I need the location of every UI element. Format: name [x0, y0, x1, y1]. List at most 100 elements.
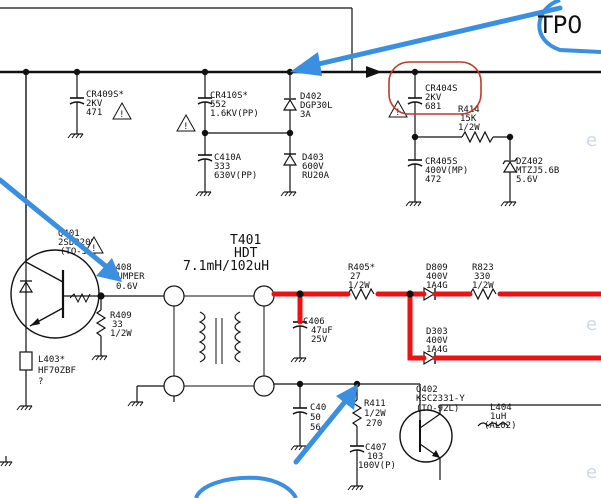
c407-value: 103 [367, 452, 383, 462]
r411-rating: 1/2W [364, 409, 386, 419]
l404-value: 1uH [490, 412, 506, 422]
c408-rating: 56 [310, 423, 321, 433]
ghost-mark-2: e [586, 314, 597, 335]
cr404s-ref: CR404S [425, 84, 458, 94]
r405-ref: R405* [348, 263, 375, 273]
annotation-arrow-bottom [293, 384, 358, 465]
r411-value: 270 [366, 419, 382, 429]
jumper-ref: J408 [110, 263, 132, 273]
annotation-circle-blue-bottom [194, 475, 298, 498]
cr405s-value: 472 [425, 175, 441, 185]
inductor-l404: L404 1uH (AL02) [477, 403, 517, 431]
r409-ref: R409 [110, 311, 132, 321]
annotation-circle-red [388, 61, 482, 115]
l404-ref: L404 [490, 403, 512, 413]
q401-package: (TO-3P) [60, 247, 98, 257]
c408-value: 50 [310, 413, 321, 423]
q402-part: KSC2331-Y [416, 394, 465, 404]
ghost-mark-3: e [586, 462, 597, 483]
d402-rating: 3A [300, 110, 311, 120]
transistor-q401: Q401 2SD2209 (TO-3P) [10, 229, 104, 340]
r414-rating: 1/2W [458, 123, 480, 133]
transformer-t401: T401 HDT 7.1mH/102uH [127, 233, 275, 407]
d809-voltage: 400V [426, 272, 448, 282]
capacitor-cr404s: CR404S 2KV 681 [388, 72, 458, 160]
t401-inductance: 7.1mH/102uH [183, 259, 269, 274]
l403-ref: L403* [38, 355, 65, 365]
diode-d402: D402 DGP30L 3A [282, 72, 333, 155]
c410a-value: 333 [214, 162, 230, 172]
cr409s-voltage: 2KV [86, 99, 103, 109]
jumper-j408: J408 JUMPER 0.6V [101, 263, 160, 297]
r409-value: 33 [112, 320, 123, 330]
t401-type: HDT [234, 246, 258, 261]
capacitor-cr405s: CR405S 400V(MP) 472 [405, 157, 468, 207]
q402-ref: Q402 [416, 385, 438, 395]
r414-ref: R414 [458, 105, 480, 115]
c410a-rating: 630V(PP) [214, 171, 257, 181]
c407-rating: 100V(P) [358, 461, 396, 471]
c406-value: 47uF [311, 326, 333, 336]
c407-ref: C407 [365, 443, 387, 453]
highlighted-trace [271, 291, 601, 361]
cr404s-voltage: 2KV [425, 93, 442, 103]
dz402-voltage: 5.6V [516, 175, 538, 185]
transistor-q402: Q402 KSC2331-Y (TO-92L) [399, 384, 601, 480]
cr410s-value: 552 [210, 100, 226, 110]
diode-d403: D403 600V RU20A [280, 153, 330, 197]
c408-ref: C40 [310, 403, 326, 413]
d402-part: DGP30L [300, 101, 333, 111]
dz402-ref: DZ402 [516, 157, 543, 167]
d303-part: 1A4G [426, 345, 448, 355]
d403-voltage: 600V [302, 162, 324, 172]
t401-ref: T401 [230, 233, 261, 248]
resistor-r409: R409 33 1/2W [91, 296, 132, 361]
r409-rating: 1/2W [110, 329, 132, 339]
jumper-value: 0.6V [116, 282, 138, 292]
l404-package: (AL02) [484, 421, 517, 431]
secondary-wiring [274, 383, 420, 451]
c410a-ref: C410A [214, 153, 242, 163]
capacitor-cr410s: CR410S* 552 1.6KV(PP) [176, 72, 290, 155]
d403-part: RU20A [302, 171, 330, 181]
r405-rating: 1/2W [348, 281, 370, 291]
q402-package: (TO-92L) [416, 404, 459, 414]
frame-border [0, 7, 353, 72]
resistor-r411: R411 1/2W 270 [351, 384, 386, 446]
d403-ref: D403 [302, 153, 324, 163]
cr410s-ref: CR410S* [210, 91, 248, 101]
r411-ref: R411 [364, 399, 386, 409]
dz402-part: MTZJ5.6B [516, 166, 559, 176]
capacitor-cr409s: CR409S* 2KV 471 [67, 72, 132, 139]
r823-rating: 1/2W [472, 281, 494, 291]
cr405s-rating: 400V(MP) [425, 166, 468, 176]
capacitor-c406: C406 47uF 25V [290, 294, 333, 363]
cr409s-value: 471 [86, 108, 102, 118]
highlight-junctions [296, 290, 414, 298]
r823-ref: R823 [472, 263, 494, 273]
cr405s-ref: CR405S [425, 157, 458, 167]
resistor-r405: R405* 27 1/2W [347, 263, 375, 301]
r414-value: 15K [460, 114, 477, 124]
annotation-arrow-top [290, 5, 563, 76]
r823-value: 330 [474, 272, 490, 282]
ghost-mark-1: e [586, 130, 597, 151]
d402-ref: D402 [300, 92, 322, 102]
d303-ref: D303 [426, 327, 448, 337]
d303-voltage: 400V [426, 336, 448, 346]
c406-ref: C406 [303, 317, 325, 327]
d809-part: 1A4G [426, 281, 448, 291]
resistor-r414: R414 15K 1/2W [415, 105, 510, 144]
d809-ref: D809 [426, 263, 448, 273]
r405-value: 27 [350, 272, 361, 282]
jumper-label: JUMPER [112, 272, 145, 282]
capacitor-c407: C407 103 100V(P) [347, 443, 396, 491]
resistor-r823: R823 330 1/2W [469, 263, 497, 301]
zener-dz402: DZ402 MTZJ5.6B 5.6V [500, 137, 559, 207]
annotation-arrow-left [0, 177, 122, 282]
cr404s-value: 681 [425, 102, 441, 112]
l403-part: HF70ZBF [38, 366, 76, 376]
cr410s-rating: 1.6KV(PP) [210, 109, 259, 119]
capacitor-c410a: C410A 333 630V(PP) [195, 153, 257, 197]
cr409s-ref: CR409S* [86, 90, 124, 100]
